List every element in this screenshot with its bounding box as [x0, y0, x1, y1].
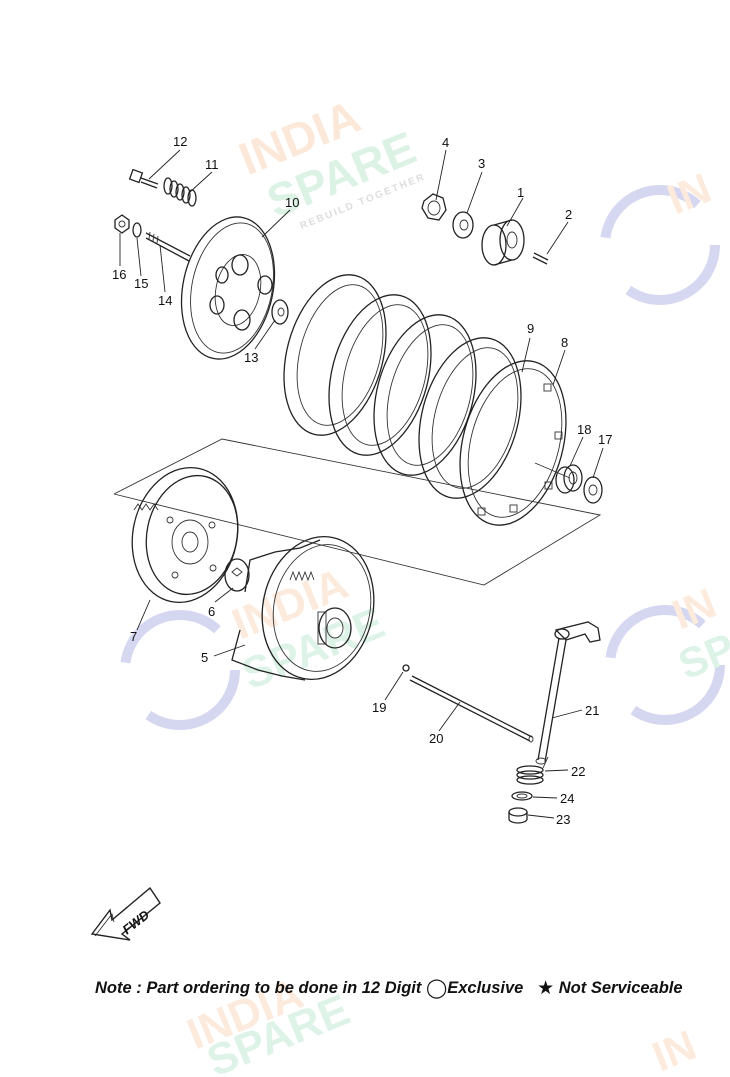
callout-2: 2: [565, 207, 572, 222]
nut-4: [421, 193, 447, 221]
clutch-plate-8: [459, 360, 567, 526]
fwd-arrow-icon: FWD: [90, 886, 161, 941]
callout-24: 24: [560, 791, 574, 806]
lock-washer-6: [224, 558, 250, 592]
watermark-logo-3: INDIA SPARE: [120, 559, 391, 730]
washer-15: [132, 222, 142, 238]
callout-21: 21: [585, 703, 599, 718]
leader-lines: [119, 149, 604, 819]
sleeve-1: [481, 219, 525, 266]
nut-16: [114, 214, 130, 234]
watermark-logo-2: IN: [600, 164, 720, 305]
push-rod-14: [145, 231, 191, 262]
washer-17: [583, 476, 603, 504]
svg-text:IN: IN: [661, 164, 718, 223]
callout-18: 18: [577, 422, 591, 437]
callout-13: 13: [244, 350, 258, 365]
callout-15: 15: [134, 276, 148, 291]
push-rod-20: [409, 675, 534, 743]
callout-1: 1: [517, 185, 524, 200]
callout-6: 6: [208, 604, 215, 619]
pressure-plate-10: [180, 216, 276, 360]
callout-22: 22: [571, 764, 585, 779]
pin-2: [532, 252, 549, 265]
friction-plates-9: [283, 274, 522, 499]
bushing-18: [555, 464, 583, 494]
callout-7: 7: [130, 629, 137, 644]
callout-10: 10: [285, 195, 299, 210]
callout-labels: 1 2 3 4 5 6 7 8 9 10 11 12 13 14 15 16 1…: [112, 134, 612, 827]
watermark-logo-4: IN SP: [605, 579, 730, 725]
note-exclusive: Exclusive: [447, 979, 524, 997]
parts-note: Note : Part ordering to be done in 12 Di…: [95, 976, 730, 999]
callout-12: 12: [173, 134, 187, 149]
washer-24: [511, 791, 533, 801]
spring-11: [163, 177, 197, 207]
callout-8: 8: [561, 335, 568, 350]
ball-19: [402, 664, 410, 672]
callout-9: 9: [527, 321, 534, 336]
circle-symbol: ◯: [425, 978, 448, 999]
assembly-box: [113, 438, 602, 586]
washer-3: [452, 211, 474, 239]
callout-23: 23: [556, 812, 570, 827]
callout-17: 17: [598, 432, 612, 447]
note-prefix: Note : Part ordering to be done in 12 Di…: [95, 979, 422, 997]
push-lever-shaft-21: [535, 621, 601, 765]
callout-4: 4: [442, 135, 449, 150]
star-symbol: ★: [537, 978, 555, 999]
callout-3: 3: [478, 156, 485, 171]
bolt-12: [128, 168, 159, 189]
spring-22: [516, 756, 549, 785]
note-not-serviceable: Not Serviceable: [558, 979, 683, 997]
callout-11: 11: [205, 157, 219, 172]
watermark-logo-1: INDIA SPARE REBUILD TOGETHER: [232, 90, 428, 232]
callout-19: 19: [372, 700, 386, 715]
bearing-13: [271, 299, 289, 325]
callout-14: 14: [158, 293, 172, 308]
callout-20: 20: [429, 731, 443, 746]
callout-5: 5: [201, 650, 208, 665]
bush-23: [508, 807, 528, 824]
callout-16: 16: [112, 267, 126, 282]
clutch-housing-5: [231, 536, 375, 681]
clutch-boss-7: [131, 466, 239, 604]
svg-text:IN: IN: [646, 1021, 703, 1077]
